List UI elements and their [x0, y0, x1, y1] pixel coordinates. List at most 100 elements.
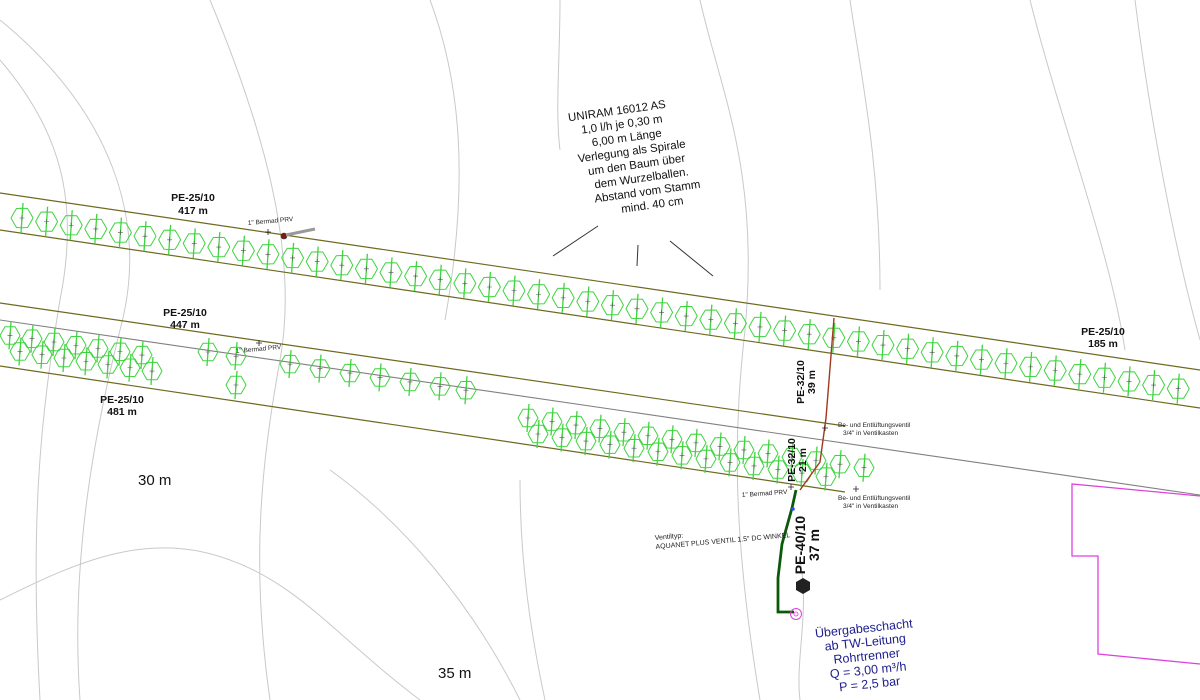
tree-symbol [84, 213, 108, 244]
tree-symbol [379, 257, 403, 288]
pipe-label-lower-type: PE-25/10 [100, 394, 144, 406]
cross-markers [256, 229, 859, 492]
tree-symbol [551, 423, 573, 452]
tree-symbol [896, 333, 920, 364]
tree-symbol [87, 334, 109, 363]
pipe-label-upper-left-type: PE-25/10 [171, 192, 215, 204]
tree-symbol [197, 337, 219, 367]
tree-symbol [797, 319, 821, 350]
tree-symbol [920, 337, 944, 368]
pipe-label-middle-length: 447 m [170, 319, 200, 331]
tree-symbol [699, 304, 723, 335]
tree-symbol [9, 337, 31, 366]
tree-symbol [757, 439, 779, 468]
tree-symbol [75, 347, 97, 376]
tree-symbol [1166, 373, 1190, 404]
tree-symbol [541, 407, 563, 436]
tree-symbol [10, 202, 34, 234]
transfer-shaft-note: Übergabeschacht ab TW-Leitung Rohrtrenne… [814, 616, 913, 694]
svg-text:P = 2,5 bar: P = 2,5 bar [838, 674, 900, 694]
valve-label-upper-line2: 3/4" in Ventilkasten [843, 430, 898, 437]
tree-symbol [35, 206, 59, 237]
tree-symbol [309, 354, 331, 383]
tree-symbol [207, 232, 231, 263]
pipe-label-upper-left-length: 417 m [178, 205, 208, 217]
tree-symbol [719, 448, 741, 477]
valve-labels: Be- und Entlüftungsventil 3/4" in Ventil… [838, 422, 911, 510]
valve-label-lower-line2: 3/4" in Ventilkasten [843, 503, 898, 510]
pipe-middle-inner [0, 319, 1200, 496]
junction-marker [791, 507, 795, 511]
tree-symbol [53, 343, 75, 373]
ventil-type-line1: Ventiltyp: [655, 533, 684, 542]
tree-symbol [182, 228, 206, 259]
tree-symbol [625, 293, 649, 324]
tree-symbol [354, 253, 378, 284]
contour-label-35m: 35 m [438, 665, 471, 682]
tree-symbol [455, 376, 477, 405]
pipe-label-main-length: 37 m [806, 529, 822, 561]
tree-symbol [805, 446, 827, 475]
tree-symbol [600, 290, 624, 321]
tree-symbol [1019, 351, 1043, 382]
tree-symbol [674, 300, 698, 332]
tree-symbol [453, 268, 477, 299]
pipe-middle-outer [0, 302, 846, 427]
tree-symbol [661, 425, 683, 454]
pipe-label-lower-length: 481 m [107, 406, 137, 418]
tree-symbol [404, 261, 428, 292]
prv-label-lower: 1" Bermad PRV [742, 489, 789, 499]
property-boundary [1071, 483, 1200, 665]
pipe-lower [0, 365, 846, 493]
tree-symbol [815, 462, 837, 491]
tree-symbol [0, 321, 21, 350]
valve-label-lower-line1: Be- und Entlüftungsventil [838, 495, 911, 502]
tree-symbol [527, 419, 549, 449]
tree-symbol [767, 455, 789, 484]
tree-symbol [613, 418, 635, 447]
tree-symbol [575, 427, 597, 456]
tree-symbol [781, 443, 803, 472]
tree-symbol [733, 435, 755, 465]
tree-symbol [637, 421, 659, 450]
tree-symbol [330, 250, 354, 281]
tree-symbol [723, 308, 747, 339]
tree-symbol [1117, 366, 1141, 397]
tree-symbol [399, 367, 421, 396]
tree-symbol [97, 350, 119, 379]
tree-symbol [994, 348, 1018, 379]
tree-symbol [685, 428, 707, 457]
tree-symbol [231, 235, 255, 266]
tree-symbol [551, 282, 575, 313]
pipe-label-riser-upper-length: 39 m [806, 370, 818, 394]
tree-symbol [650, 297, 674, 328]
tree-symbol [369, 363, 391, 392]
pipe-upper-inner [0, 229, 1200, 409]
tree-symbol [281, 242, 305, 273]
tree-symbol [709, 432, 731, 461]
pipe-labels: PE-25/10 417 m PE-25/10 185 m PE-25/10 4… [100, 192, 1125, 574]
prv-labels: 1" Bermad PRV 1" Bermad PRV 1" Bermad PR… [236, 216, 789, 499]
tree-symbols [0, 202, 1190, 491]
tree-symbol [647, 437, 669, 466]
tree-symbol [565, 411, 587, 440]
tree-symbol [589, 414, 611, 443]
fittings [280, 227, 810, 620]
tree-symbol [429, 372, 451, 401]
tree-symbol [43, 327, 65, 357]
tree-symbol [225, 370, 247, 400]
tree-symbol [305, 246, 329, 277]
tree-symbol [502, 275, 526, 306]
tree-symbol [671, 441, 693, 470]
tree-symbol [969, 344, 993, 375]
tree-symbol [791, 459, 813, 488]
tree-symbol [65, 331, 87, 360]
tree-symbol [748, 311, 772, 342]
tree-symbol [21, 324, 43, 353]
tree-symbol [871, 330, 895, 361]
pipe-label-middle-type: PE-25/10 [163, 307, 207, 319]
valve-label-upper-line1: Be- und Entlüftungsventil [838, 422, 911, 429]
pipe-label-riser-lower-type: PE-32/10 [786, 438, 798, 482]
